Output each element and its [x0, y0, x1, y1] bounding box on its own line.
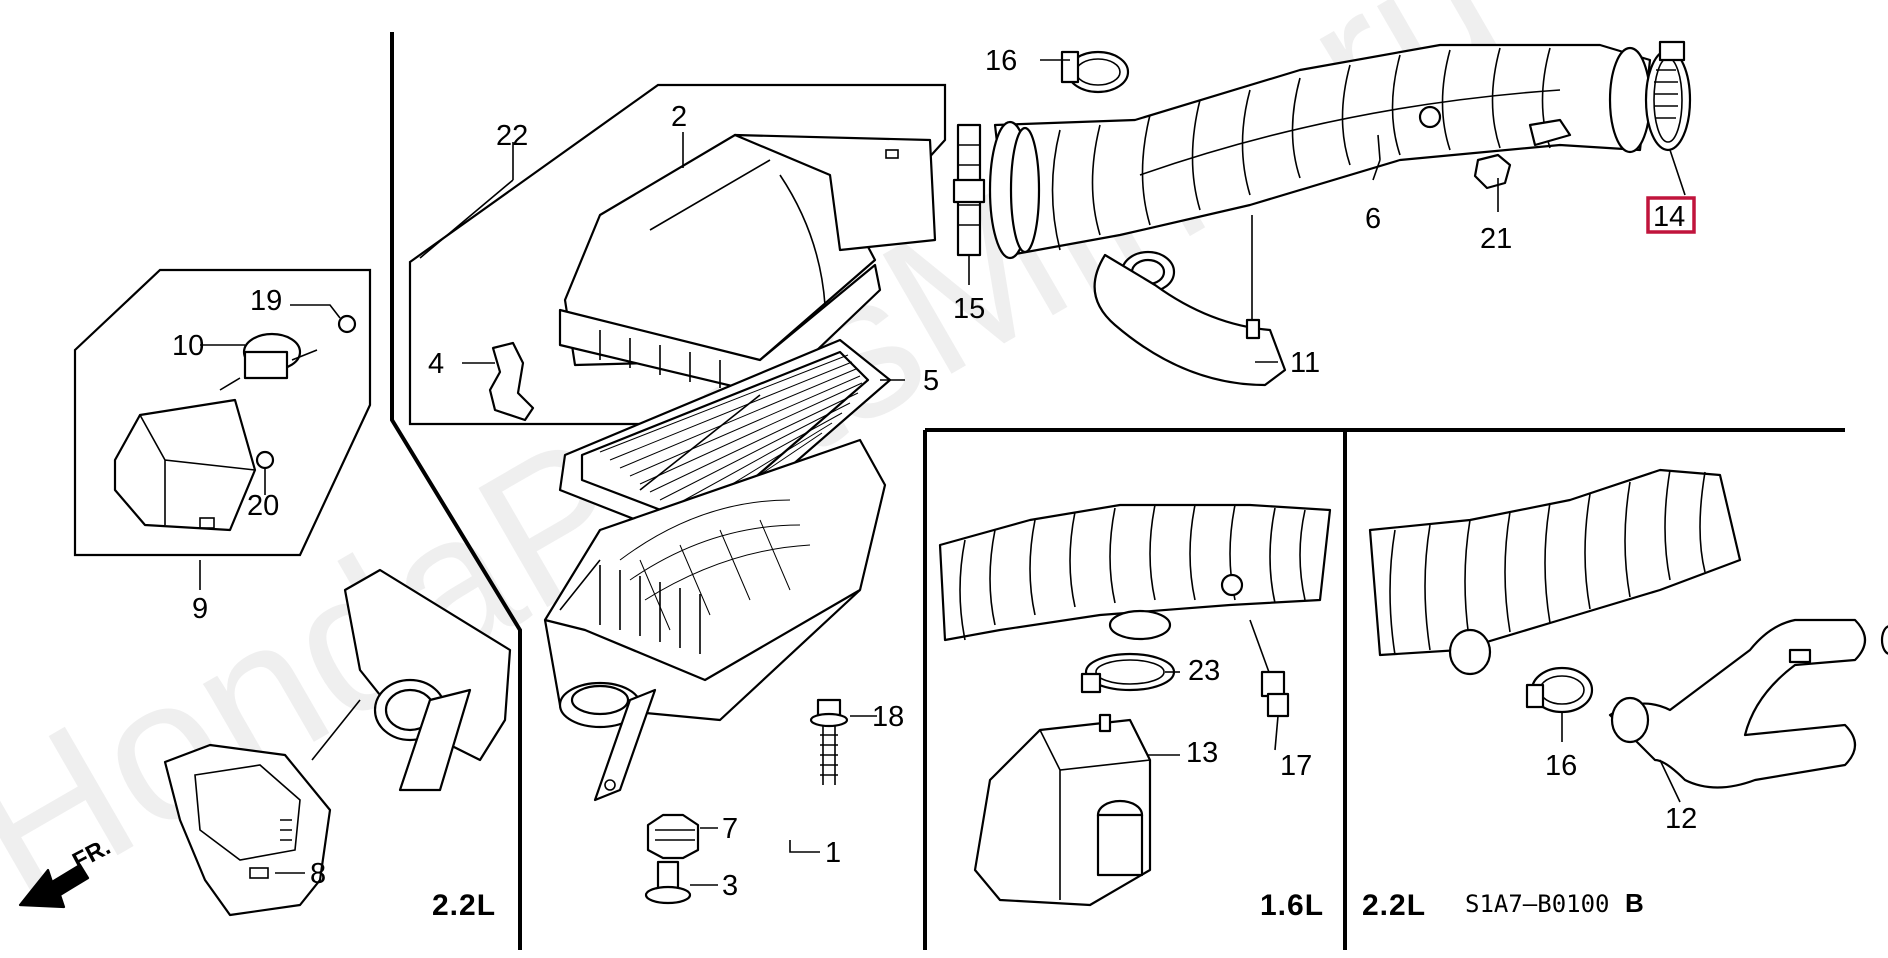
callout-16-top[interactable]: 16: [985, 45, 1017, 77]
clamp-part-15[interactable]: [952, 123, 986, 257]
clip-part-21[interactable]: [1473, 153, 1512, 190]
air-cleaner-cover[interactable]: [558, 133, 937, 397]
callout-19[interactable]: 19: [250, 285, 282, 317]
grommet-part-7[interactable]: [646, 813, 700, 860]
callout-11[interactable]: 11: [1290, 347, 1320, 379]
callout-5[interactable]: 5: [923, 365, 939, 397]
nut-part-20[interactable]: [255, 450, 275, 470]
variant-label-mid: 1.6L: [1260, 889, 1324, 922]
clamp-part-23[interactable]: [1080, 652, 1176, 694]
callout-8[interactable]: 8: [310, 858, 326, 890]
callout-16-lower[interactable]: 16: [1545, 750, 1577, 782]
clamp-part-14[interactable]: [1644, 40, 1692, 152]
clamp-part-16-top[interactable]: [1060, 50, 1130, 94]
intake-duct-part-6[interactable]: [988, 43, 1652, 260]
resonator-part-13[interactable]: [973, 713, 1152, 907]
variant-label-left: 2.2L: [432, 889, 496, 922]
callout-23[interactable]: 23: [1188, 655, 1220, 687]
callout-21[interactable]: 21: [1480, 223, 1512, 255]
resonator-part-9[interactable]: [113, 398, 257, 532]
callout-10[interactable]: 10: [172, 330, 204, 362]
callout-18[interactable]: 18: [872, 701, 904, 733]
callout-7[interactable]: 7: [722, 813, 738, 845]
vacuum-valve-part-10[interactable]: [219, 332, 318, 391]
clamp-part-16-lower[interactable]: [1525, 666, 1594, 714]
callout-4[interactable]: 4: [428, 348, 444, 380]
intake-duct-1-6l[interactable]: [938, 503, 1332, 642]
diagram-code: S1A7–B0100: [1465, 890, 1610, 918]
callout-6[interactable]: 6: [1365, 203, 1381, 235]
callout-labels: 2 22 4 5 6 21 14 15 16 11 23 13 17 16 12…: [172, 45, 1697, 902]
collar-part-3[interactable]: [644, 860, 692, 905]
bolt-part-18[interactable]: [809, 698, 849, 785]
hose-part-11[interactable]: [1093, 215, 1287, 387]
intake-duct-2-2l[interactable]: [1368, 468, 1742, 676]
variant-label-right: 2.2L: [1362, 889, 1426, 922]
callout-12[interactable]: 12: [1665, 803, 1697, 835]
callout-3[interactable]: 3: [722, 870, 738, 902]
hose-part-12[interactable]: [1608, 618, 1888, 789]
callout-20[interactable]: 20: [247, 490, 279, 522]
variant-labels: 2.2L 1.6L 2.2L S1A7–B0100 B: [432, 888, 1644, 922]
callout-14[interactable]: 14: [1653, 201, 1685, 233]
air-cleaner-case[interactable]: [543, 438, 887, 802]
clip-part-4[interactable]: [488, 341, 535, 422]
callout-17[interactable]: 17: [1280, 750, 1312, 782]
callout-22[interactable]: 22: [496, 120, 528, 152]
leader-lines: [199, 59, 1686, 886]
callout-13[interactable]: 13: [1186, 737, 1218, 769]
callout-15[interactable]: 15: [953, 293, 985, 325]
highlight-box: [1646, 196, 1696, 234]
section-dividers: [390, 32, 1845, 950]
assembly-frame-9: [73, 268, 372, 557]
bolt-part-19[interactable]: [337, 314, 357, 334]
callout-2[interactable]: 2: [671, 101, 687, 133]
callout-1[interactable]: 1: [825, 837, 841, 869]
callout-9[interactable]: 9: [192, 593, 208, 625]
diagram-code-suffix: B: [1625, 888, 1644, 918]
sensor-part-17[interactable]: [1249, 619, 1290, 718]
